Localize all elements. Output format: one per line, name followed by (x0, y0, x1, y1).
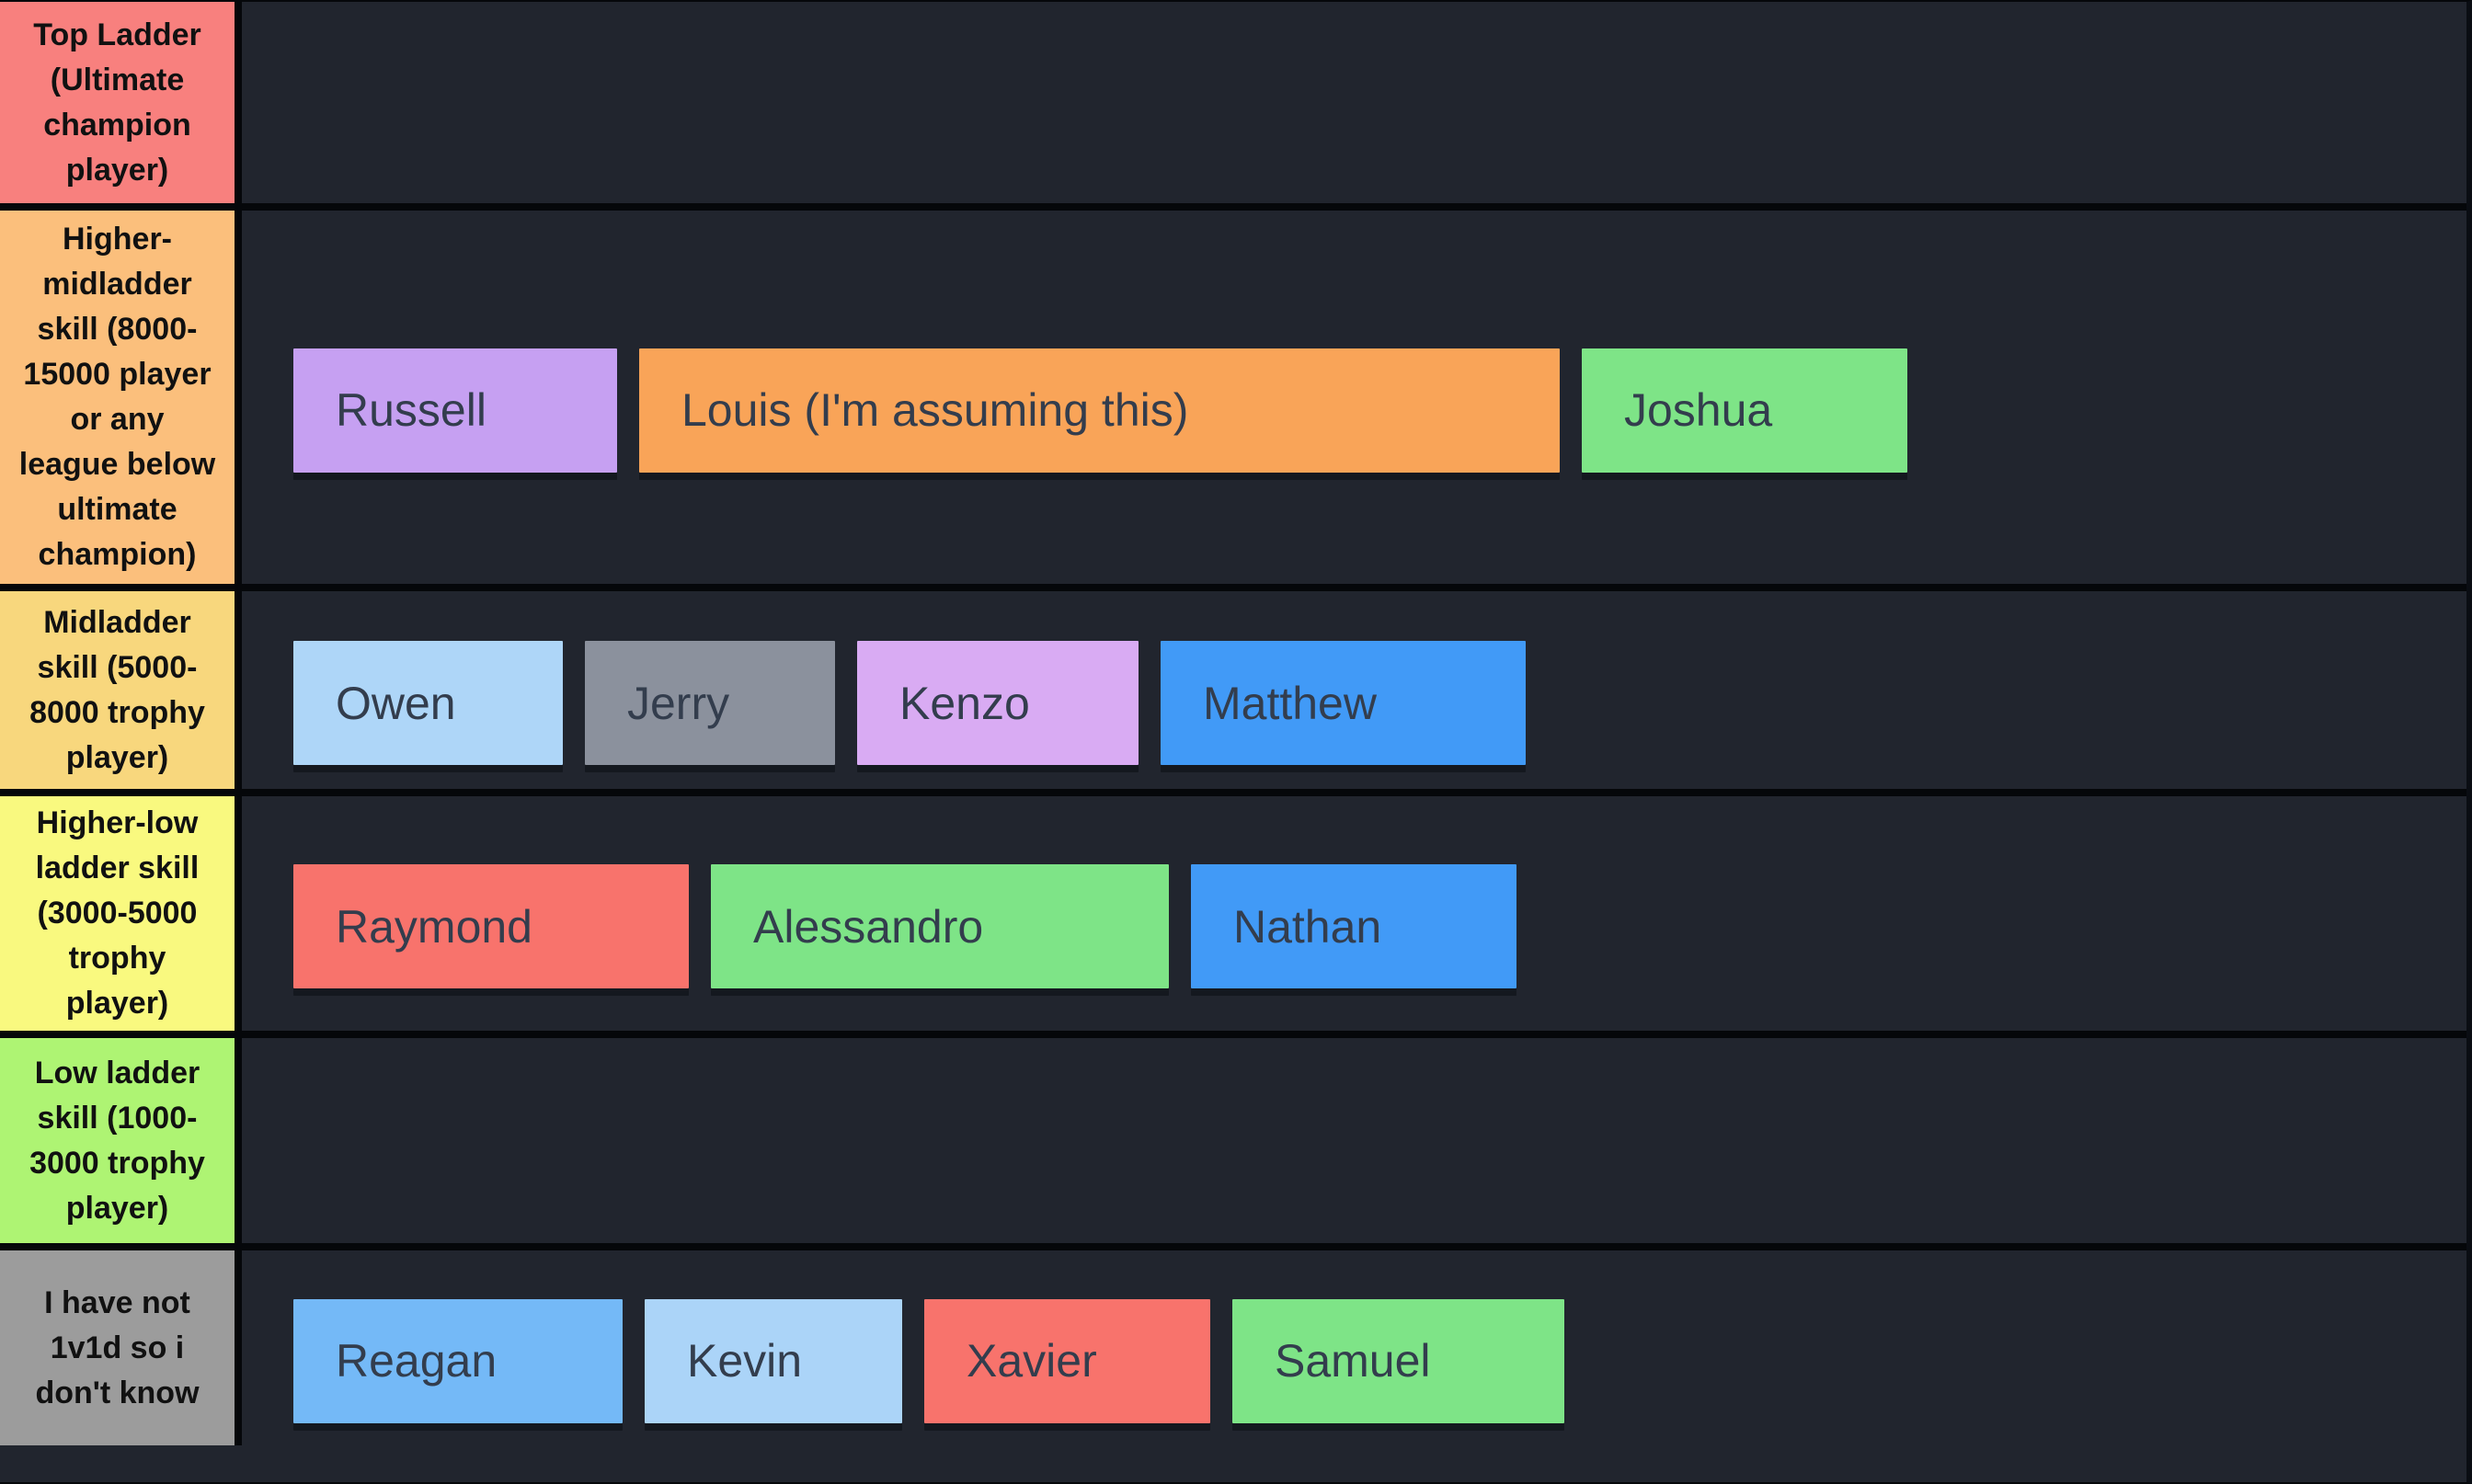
tier-row-dropzone-not-1v1d[interactable]: Reagan Kevin Xavier Samuel (242, 1250, 2466, 1445)
tier-row-not-1v1d: I have not 1v1d so i don't know Reagan K… (0, 1250, 2466, 1445)
tier-item-nathan[interactable]: Nathan (1191, 864, 1516, 988)
tier-item-label: Samuel (1275, 1335, 1431, 1387)
tier-item-label: Nathan (1233, 900, 1382, 953)
tier-item-label: Reagan (336, 1335, 498, 1387)
tier-item-label: Raymond (336, 900, 532, 953)
tier-item-label: Alessandro (753, 900, 984, 953)
tier-label-text: Low ladder skill (1000-3000 trophy playe… (29, 1055, 205, 1226)
tier-label-midladder[interactable]: Midladder skill (5000-8000 trophy player… (0, 591, 242, 789)
tier-item-jerry[interactable]: Jerry (585, 641, 835, 765)
tier-label-text: I have not 1v1d so i don't know (35, 1284, 200, 1410)
tier-row-top-ladder: Top Ladder (Ultimate champion player) (0, 2, 2466, 211)
tier-item-matthew[interactable]: Matthew (1161, 641, 1526, 765)
tier-item-russell[interactable]: Russell (293, 348, 617, 473)
tier-item-label: Joshua (1624, 384, 1773, 436)
tier-item-label: Owen (336, 677, 456, 729)
tier-row-higher-midladder: Higher-midladder skill (8000-15000 playe… (0, 211, 2466, 591)
tier-label-text: Top Ladder (Ultimate champion player) (33, 17, 201, 188)
tier-item-label: Louis (I'm assuming this) (681, 384, 1189, 436)
tier-row-dropzone-midladder[interactable]: Owen Jerry Kenzo Matthew (242, 591, 2466, 789)
tier-row-dropzone-top-ladder[interactable] (242, 2, 2466, 203)
tier-label-not-1v1d[interactable]: I have not 1v1d so i don't know (0, 1250, 242, 1445)
tier-item-kevin[interactable]: Kevin (645, 1298, 902, 1423)
tier-row-dropzone-higher-midladder[interactable]: Russell Louis (I'm assuming this) Joshua (242, 211, 2466, 584)
tier-label-top-ladder[interactable]: Top Ladder (Ultimate champion player) (0, 2, 242, 203)
tier-row-midladder: Midladder skill (5000-8000 trophy player… (0, 591, 2466, 796)
tier-item-label: Kevin (687, 1335, 803, 1387)
tier-item-label: Russell (336, 384, 486, 436)
tier-item-label: Matthew (1203, 677, 1377, 729)
tier-item-xavier[interactable]: Xavier (924, 1298, 1210, 1423)
tier-row-low-ladder: Low ladder skill (1000-3000 trophy playe… (0, 1038, 2466, 1250)
tier-item-owen[interactable]: Owen (293, 641, 563, 765)
tier-label-higher-low-ladder[interactable]: Higher-low ladder skill (3000-5000 troph… (0, 796, 242, 1031)
tier-item-label: Kenzo (899, 677, 1030, 729)
tier-item-label: Jerry (627, 677, 730, 729)
tier-row-dropzone-higher-low-ladder[interactable]: Raymond Alessandro Nathan (242, 796, 2466, 1031)
tier-row-higher-low-ladder: Higher-low ladder skill (3000-5000 troph… (0, 796, 2466, 1038)
tier-label-low-ladder[interactable]: Low ladder skill (1000-3000 trophy playe… (0, 1038, 242, 1243)
tier-item-reagan[interactable]: Reagan (293, 1298, 623, 1423)
tier-label-text: Higher-midladder skill (8000-15000 playe… (18, 222, 216, 572)
tier-item-alessandro[interactable]: Alessandro (711, 864, 1169, 988)
tier-label-higher-midladder[interactable]: Higher-midladder skill (8000-15000 playe… (0, 211, 242, 584)
tier-item-joshua[interactable]: Joshua (1582, 348, 1907, 473)
tier-item-louis-i-m-assuming-this[interactable]: Louis (I'm assuming this) (639, 348, 1560, 473)
tier-label-text: Midladder skill (5000-8000 trophy player… (29, 604, 205, 775)
tier-item-samuel[interactable]: Samuel (1232, 1298, 1564, 1423)
tier-item-label: Xavier (967, 1335, 1097, 1387)
tier-row-dropzone-low-ladder[interactable] (242, 1038, 2466, 1243)
tier-item-kenzo[interactable]: Kenzo (857, 641, 1139, 765)
tier-label-text: Higher-low ladder skill (3000-5000 troph… (35, 805, 200, 1021)
tier-item-raymond[interactable]: Raymond (293, 864, 689, 988)
